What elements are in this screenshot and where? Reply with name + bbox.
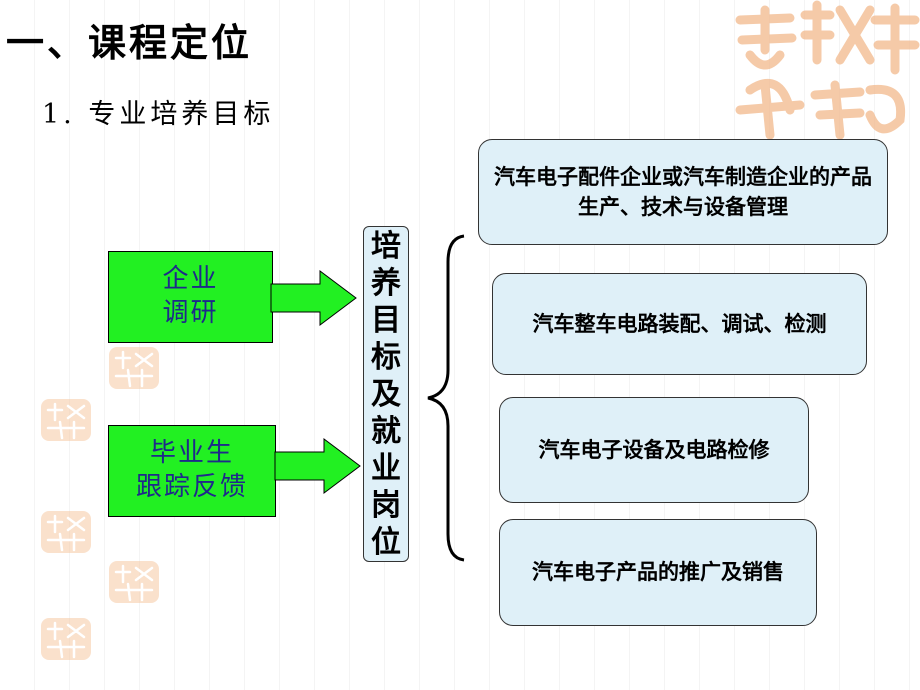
vertical-char: 培	[371, 228, 401, 264]
vertical-char: 及	[371, 376, 401, 412]
vertical-char: 就	[371, 413, 401, 449]
watermark-seal-small	[109, 347, 159, 389]
input-box-line: 企业	[162, 264, 219, 295]
job-text: 汽车电子配件企业或汽车制造企业的产品生产、技术与设备管理	[494, 164, 872, 219]
input-box-line: 调研	[162, 298, 219, 328]
input-box-line: 跟踪反馈	[135, 472, 248, 502]
job-box-circuit-assembly: 汽车整车电路装配、调试、检测	[492, 273, 867, 375]
curly-brace-icon	[427, 234, 465, 562]
watermark-seal-small	[109, 561, 159, 603]
vertical-char: 标	[371, 339, 401, 375]
vertical-char: 岗	[371, 487, 401, 523]
job-box-equipment-repair: 汽车电子设备及电路检修	[499, 397, 809, 503]
slide-subtitle: 1. 专业培养目标	[42, 99, 275, 130]
input-box-enterprise-survey: 企业 调研	[108, 251, 273, 343]
vertical-char: 位	[371, 524, 401, 560]
right-arrow-icon	[274, 438, 361, 494]
job-text: 汽车电子产品的推广及销售	[532, 560, 784, 585]
input-box-line: 毕业生	[149, 438, 234, 469]
input-box-graduate-feedback: 毕业生 跟踪反馈	[108, 425, 276, 517]
job-box-sales: 汽车电子产品的推广及销售	[499, 519, 817, 626]
watermark-seal-small	[41, 399, 91, 441]
watermark-seal-small	[41, 511, 91, 553]
vertical-char: 业	[371, 450, 401, 486]
vertical-char: 养	[371, 265, 401, 301]
training-goal-label: 培 养 目 标 及 就 业 岗 位	[363, 226, 409, 562]
watermark-seal-small	[41, 618, 91, 660]
vertical-char: 目	[371, 302, 401, 338]
right-arrow-icon	[270, 270, 357, 326]
job-text: 汽车整车电路装配、调试、检测	[532, 311, 827, 336]
slide-title: 一、课程定位	[6, 20, 253, 65]
job-text: 汽车电子设备及电路检修	[538, 437, 770, 462]
job-box-production-management: 汽车电子配件企业或汽车制造企业的产品生产、技术与设备管理	[478, 139, 888, 245]
watermark-seal-large	[735, 0, 920, 140]
